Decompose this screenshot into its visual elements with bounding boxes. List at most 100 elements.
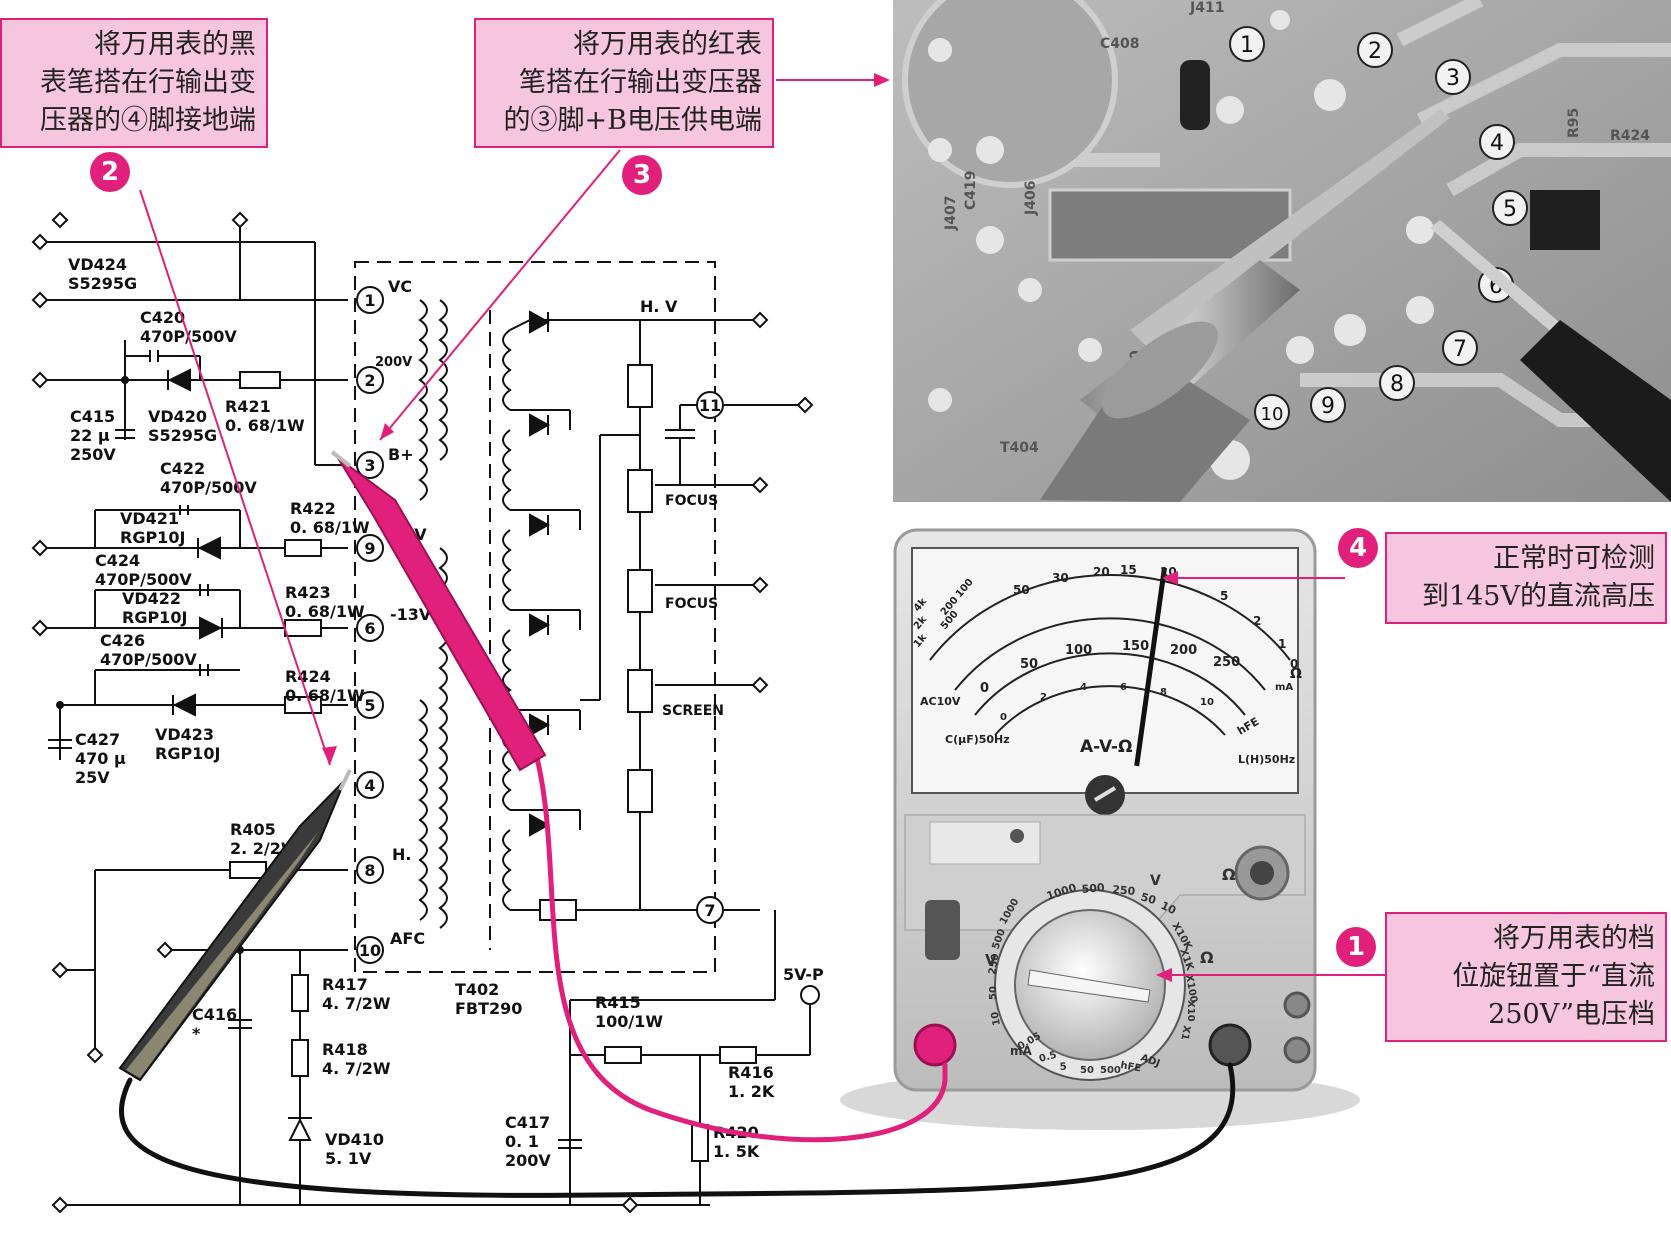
- dcv-scale-tick: 150: [1122, 639, 1149, 654]
- component-label-c426: C426: [100, 631, 145, 650]
- ohm-scale-tick: 0: [1290, 657, 1298, 671]
- pin-7: [696, 896, 724, 924]
- component-label-c420: C420: [140, 308, 185, 327]
- dial-range-ohm: X1: [1178, 1024, 1191, 1040]
- pcb-silkscreen-label: R424: [1610, 128, 1650, 144]
- pcb-pin-number-10: 10: [1261, 404, 1284, 425]
- ohm-scale-tick: 2: [1253, 614, 1261, 628]
- pin-number-8: 8: [364, 861, 375, 880]
- pcb-pin-number-7: 7: [1453, 337, 1467, 362]
- pcb-pin-marker: [1442, 330, 1478, 366]
- pin-label-vc: VC: [388, 277, 412, 296]
- dial-range-ohm: X10: [1185, 1000, 1196, 1022]
- pin-1: [356, 286, 384, 314]
- pcb-silkscreen-label: J407: [943, 196, 959, 231]
- dcv-scale-tick: 250: [1213, 655, 1240, 670]
- meter-unit-label: A-V-Ω: [1080, 737, 1132, 757]
- component-label-r421: R421: [225, 397, 271, 416]
- meter-ohm-symbol: Ω: [1290, 666, 1302, 682]
- dial-range-ma: 50: [1080, 1065, 1094, 1076]
- pin-number-7: 7: [704, 901, 715, 920]
- ohm-scale-tick: 50: [1013, 583, 1030, 597]
- dial-range-ohm: X100: [1183, 974, 1199, 1004]
- component-label-vd424: VD424: [68, 255, 127, 274]
- component-label-r417: 4. 7/2W: [322, 994, 391, 1013]
- component-label-c416: *: [192, 1024, 201, 1043]
- pin-label-200v: 200V: [375, 355, 412, 370]
- component-label-c415: C415: [70, 407, 115, 426]
- component-label-t402: FBT290: [455, 999, 522, 1018]
- pin-2: [356, 366, 384, 394]
- ohm-scale-tick: 30: [1052, 571, 1069, 585]
- dial-v-left-label: V: [985, 951, 997, 969]
- pin-label-h: H.: [392, 845, 411, 864]
- dial-ring-value: 50: [1139, 890, 1158, 907]
- pcb-pin-number-5: 5: [1503, 197, 1517, 222]
- pin-number-3: 3: [364, 456, 375, 475]
- ohm-scale-tick: 5: [1220, 589, 1228, 603]
- capacitance-label: C(μF)50Hz: [945, 733, 1010, 746]
- dial-range-ma: 0.5: [1038, 1050, 1058, 1065]
- component-label-vd422: VD422: [122, 589, 181, 608]
- component-label-r405: R405: [230, 820, 276, 839]
- component-label-vd420: S5295G: [148, 426, 217, 445]
- pin-number-10: 10: [359, 941, 381, 960]
- component-label-r416: R416: [728, 1063, 774, 1082]
- ohm-scale-tick: 20: [1093, 565, 1110, 579]
- pcb-pin-marker: [1479, 124, 1515, 160]
- component-label-c417: 200V: [505, 1151, 551, 1170]
- pcb-pin-marker: [1254, 394, 1290, 430]
- component-label-vd420: VD420: [148, 407, 207, 426]
- hv-label: H. V: [640, 297, 678, 316]
- pcb-pin-number-9: 9: [1321, 394, 1335, 419]
- pin-10: [356, 936, 384, 964]
- component-label-c416: C416: [192, 1005, 237, 1024]
- inductance-label: L(H)50Hz: [1238, 753, 1295, 766]
- pin-number-11: 11: [699, 396, 721, 415]
- component-label-r424: R424: [285, 667, 331, 686]
- supply-label: 5V-P: [783, 965, 824, 984]
- pcb-silkscreen-label: R95: [1566, 108, 1582, 138]
- component-label-vd423: VD423: [155, 725, 214, 744]
- pcb-pin-marker: [1310, 387, 1346, 423]
- step-badge-3: 3: [622, 155, 662, 195]
- dial-ring-value: 10: [1159, 899, 1179, 917]
- focus-label-2: FOCUS: [665, 596, 718, 612]
- component-label-r423: R423: [285, 583, 331, 602]
- pin-number-4: 4: [364, 776, 375, 795]
- pin-number-1: 1: [364, 291, 375, 310]
- dcv-scale-tick: 200: [1170, 643, 1197, 658]
- component-label-c415: 250V: [70, 445, 116, 464]
- pin-label-afc: AFC: [390, 929, 425, 948]
- dcv-scale-tick: 0: [980, 681, 989, 696]
- callout-red-probe: 将万用表的红表 笔搭在行输出变压器 的③脚+B电压供电端: [474, 18, 774, 148]
- pcb-pin-marker: [1379, 365, 1415, 401]
- pin-label-bplus: B+: [388, 445, 414, 464]
- step-badge-2: 2: [90, 152, 130, 192]
- component-label-vd410: VD410: [325, 1130, 384, 1149]
- dial-range-v: 50: [988, 986, 999, 1000]
- dial-range-v: 10: [990, 1011, 1003, 1027]
- component-label-c422: C422: [160, 459, 205, 478]
- component-label-c417: 0. 1: [505, 1132, 539, 1151]
- red-probe: [337, 457, 547, 772]
- pcb-silkscreen-label: J406: [1023, 181, 1039, 216]
- pin-8: [356, 856, 384, 884]
- ohm-scale-tick: 1: [1278, 637, 1286, 651]
- component-label-r418: R418: [322, 1040, 368, 1059]
- component-label-c427: 25V: [75, 768, 110, 787]
- component-label-c426: 470P/500V: [100, 650, 197, 669]
- focus-label-1: FOCUS: [665, 493, 718, 509]
- ohm-scale-tick: 15: [1120, 563, 1137, 577]
- pcb-pin-marker: [1492, 190, 1528, 226]
- pcb-silkscreen-label: C419: [963, 171, 979, 211]
- pin-3: [356, 451, 384, 479]
- component-label-c424: C424: [95, 551, 140, 570]
- dcv-scale-tick: 50: [1020, 657, 1038, 672]
- dial-range-ma: 500: [1100, 1065, 1121, 1076]
- step-badge-4: 4: [1338, 528, 1378, 568]
- component-label-r420: 1. 5K: [713, 1142, 760, 1161]
